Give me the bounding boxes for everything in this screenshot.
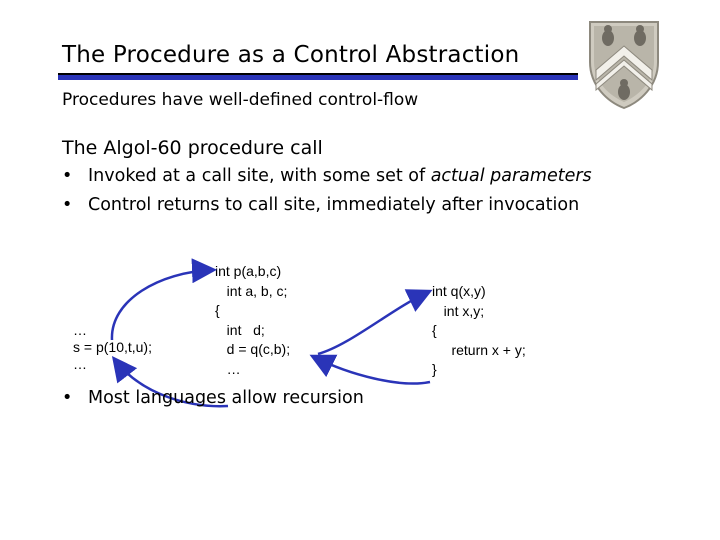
code-line: … [73,356,87,372]
bullet-emphasis: actual parameters [430,166,592,186]
code-line: int q(x,y) [432,283,486,299]
call-arrow-to-q [317,289,433,356]
code-line: … [73,322,87,338]
code-line: int p(a,b,c) [215,263,282,279]
code-line: { [432,322,437,338]
code-line: int d; [215,321,265,338]
bullet-text: Most languages allow recursion [88,388,364,408]
bullet-marker: • [62,388,73,408]
section-heading: The Algol-60 procedure call [62,137,323,159]
return-arrow-from-q [309,354,431,385]
bullet-text: Control returns to call site, immediatel… [88,195,580,215]
caller-code: …s = p(10,t,u);… [73,322,152,373]
bullet-item: • Control returns to call site, immediate… [62,195,579,215]
bullet-marker: • [62,166,73,186]
bullet-item: • Invoked at a call site, with some set o… [62,166,592,186]
procedure-q-code: int q(x,y) int x,y; { return x + y;} [432,282,526,380]
code-line: int x,y; [432,302,485,319]
code-line: { [215,302,220,318]
code-line: return x + y; [432,341,526,358]
slide-title: The Procedure as a Control Abstraction [62,42,520,68]
code-line: } [432,361,437,377]
bullet-text: Invoked at a call site, with some set of [88,166,431,186]
code-line: d = q(c,b); [215,341,291,357]
bullet-item: • Most languages allow recursion [62,388,364,408]
shield-crest-icon [589,21,659,110]
title-accent-bar [58,75,578,80]
slide-subtitle: Procedures have well-defined control-flo… [62,90,419,110]
title-underline [58,73,578,75]
code-line: int a, b, c; [215,282,288,299]
procedure-p-code: int p(a,b,c) int a, b, c; { int d; d = q(… [215,262,290,379]
code-line: s = p(10,t,u); [73,339,152,355]
bullet-marker: • [62,195,73,215]
code-line: … [215,360,241,377]
